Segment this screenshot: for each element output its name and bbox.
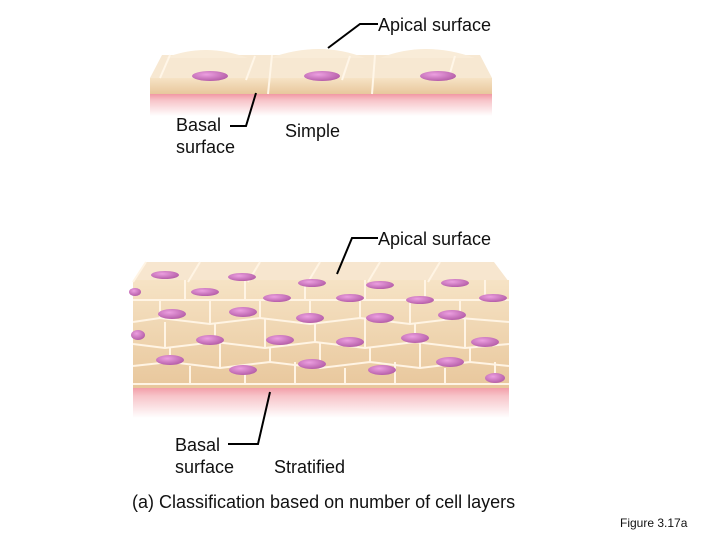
nucleus [420,71,456,81]
simple-label: Simple [285,121,341,141]
nucleus [401,333,429,343]
nucleus [229,365,257,375]
basal-surface-label-bottom: Basal surface [175,435,235,477]
nucleus [229,307,257,317]
nucleus [336,294,364,302]
nucleus [151,271,179,279]
nucleus [406,296,434,304]
stratified-epithelium [129,261,510,418]
nucleus [263,294,291,302]
nucleus [191,288,219,296]
nucleus [336,337,364,347]
nucleus [129,288,141,296]
apical-surface-label-top: Apical surface [378,15,492,35]
nucleus [366,281,394,289]
nucleus [192,71,228,81]
leader-basal-bottom [228,391,271,445]
nucleus [158,309,186,319]
nucleus [485,373,505,383]
nucleus [298,359,326,369]
leader-basal-top [230,92,257,127]
simple-basement-membrane [150,92,492,116]
nucleus [131,330,145,340]
nucleus [228,273,256,281]
nucleus [304,71,340,81]
nucleus [368,365,396,375]
nucleus [156,355,184,365]
nucleus [441,279,469,287]
apical-surface-label-bottom: Apical surface [378,229,492,249]
nucleus [471,337,499,347]
stratified-basement-membrane [133,384,509,418]
nucleus [298,279,326,287]
basal-surface-label-top: Basal surface [176,115,236,157]
simple-epithelium [150,49,492,116]
nucleus [196,335,224,345]
leader-apical-bottom [336,237,378,275]
stratified-apical-face [133,262,509,282]
nucleus [366,313,394,323]
stratified-label: Stratified [274,457,346,477]
nucleus [266,335,294,345]
nucleus [296,313,324,323]
nucleus [436,357,464,367]
simple-cell-layer [150,78,492,94]
nucleus [438,310,466,320]
figure-caption: (a) Classification based on number of ce… [132,492,516,512]
leader-apical-top [327,23,378,49]
nucleus [479,294,507,302]
stratified-cell-layers [133,280,509,388]
simple-apical-face [150,55,492,78]
figure-number: Figure 3.17a [620,516,688,530]
